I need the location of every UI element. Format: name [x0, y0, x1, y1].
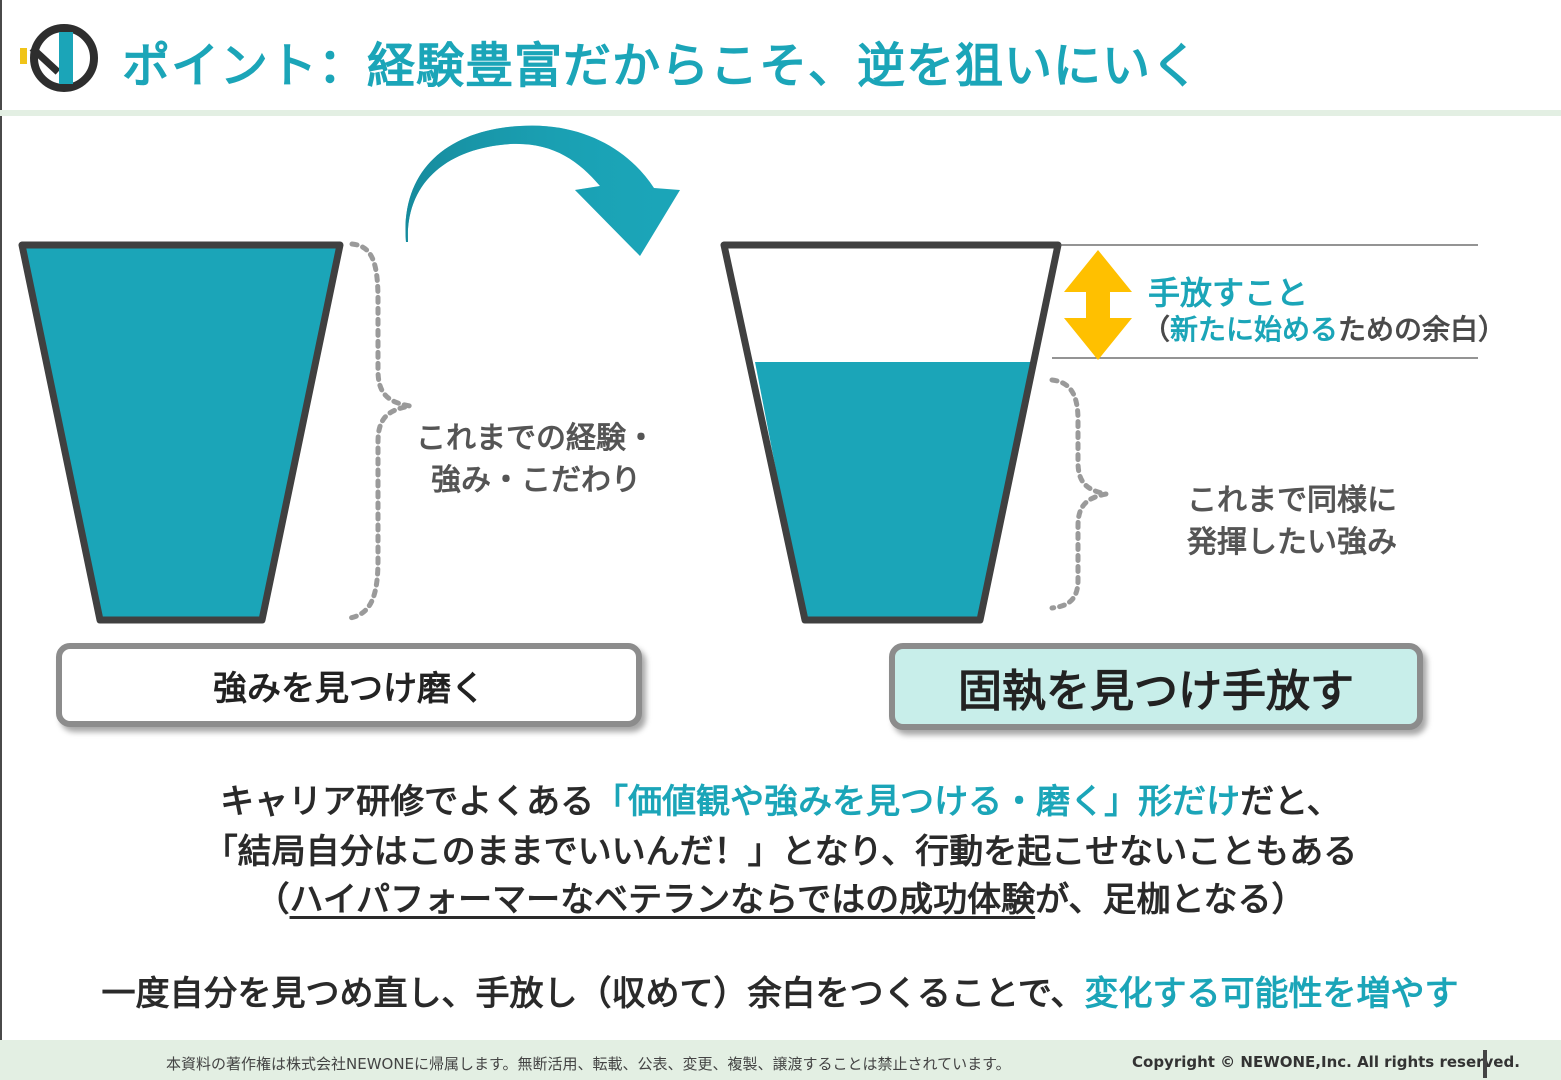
body-line-4-a: 一度自分を見つめ直し、手放し（収めて）余白をつくることで、 [101, 974, 1085, 1014]
left-brace-label-line2: 強み・こだわり [431, 463, 641, 498]
right-cup-outline [720, 241, 1062, 624]
left-brace [347, 241, 411, 621]
left-action-box: 強みを見つけ磨く [56, 643, 642, 727]
header-divider [0, 110, 1561, 116]
footer-copyright: Copyright © NEWONE,Inc. All rights reser… [1132, 1053, 1520, 1071]
page-title: ポイント：経験豊富だからこそ、逆を狙いにいく [122, 38, 1201, 94]
cup-diagram [18, 125, 1478, 624]
right-brace-label-line2: 発揮したい強み [1187, 525, 1397, 560]
body-line-4: 一度自分を見つめ直し、手放し（収めて）余白をつくることで、変化する可能性を増やす [70, 966, 1490, 1015]
left-brace-label-line1: これまでの経験・ [416, 421, 656, 456]
footer [0, 1040, 1561, 1080]
header: ポイント：経験豊富だからこそ、逆を狙いにいく [0, 0, 1561, 116]
left-cup-full [18, 241, 344, 624]
footer-divider [1483, 1050, 1487, 1078]
right-action-box: 固執を見つけ手放す [889, 643, 1423, 730]
body-line-1-a: キャリア研修でよくある [220, 782, 595, 822]
release-title: 手放すこと [1148, 274, 1309, 312]
right-cup-filled-part [755, 362, 1034, 620]
double-arrow-icon [1064, 250, 1132, 360]
right-brace-label: これまで同様に 発揮したい強み [1150, 480, 1434, 564]
body-line-3-open: （ [255, 880, 290, 920]
right-brace [1049, 377, 1107, 611]
body-line-1-c: だと、 [1240, 782, 1341, 822]
body-line-3: （ハイパフォーマーなベテランならではの成功体験が、足枷となる） [0, 872, 1561, 921]
right-cup-empty-part [724, 245, 1058, 362]
body-line-2: 「結局自分はこのままでいいんだ！」となり、行動を起こせないこともある [203, 832, 1358, 872]
left-brace-label: これまでの経験・ 強み・こだわり [408, 418, 664, 502]
curved-arrow-icon [405, 125, 680, 256]
footer-copyright-note: 本資料の著作権は株式会社NEWONEに帰属します。無断活用、転載、公表、変更、複… [166, 1055, 1011, 1073]
right-brace-label-line1: これまで同様に [1187, 483, 1397, 518]
body-line-3-underlined: ハイパフォーマーなベテランならではの成功体験 [289, 880, 1036, 920]
release-subtitle-rest: ための余白） [1338, 313, 1507, 346]
body-line-1-highlight: 「価値観や強みを見つける・磨く」形だけ [594, 782, 1241, 822]
release-subtitle-teal: 新たに始める [1170, 313, 1339, 346]
body-line-1: キャリア研修でよくある「価値観や強みを見つける・磨く」形だけだと、 [0, 774, 1561, 823]
frame-border [0, 0, 2, 1080]
release-subtitle-open: （ [1142, 313, 1171, 346]
body-line-4-highlight: 変化する可能性を増やす [1084, 974, 1459, 1014]
body-line-3-rest: が、足枷となる） [1035, 880, 1306, 920]
newone-logo-icon [20, 24, 98, 92]
release-subtitle: （新たに始めるための余白） [1142, 308, 1506, 348]
